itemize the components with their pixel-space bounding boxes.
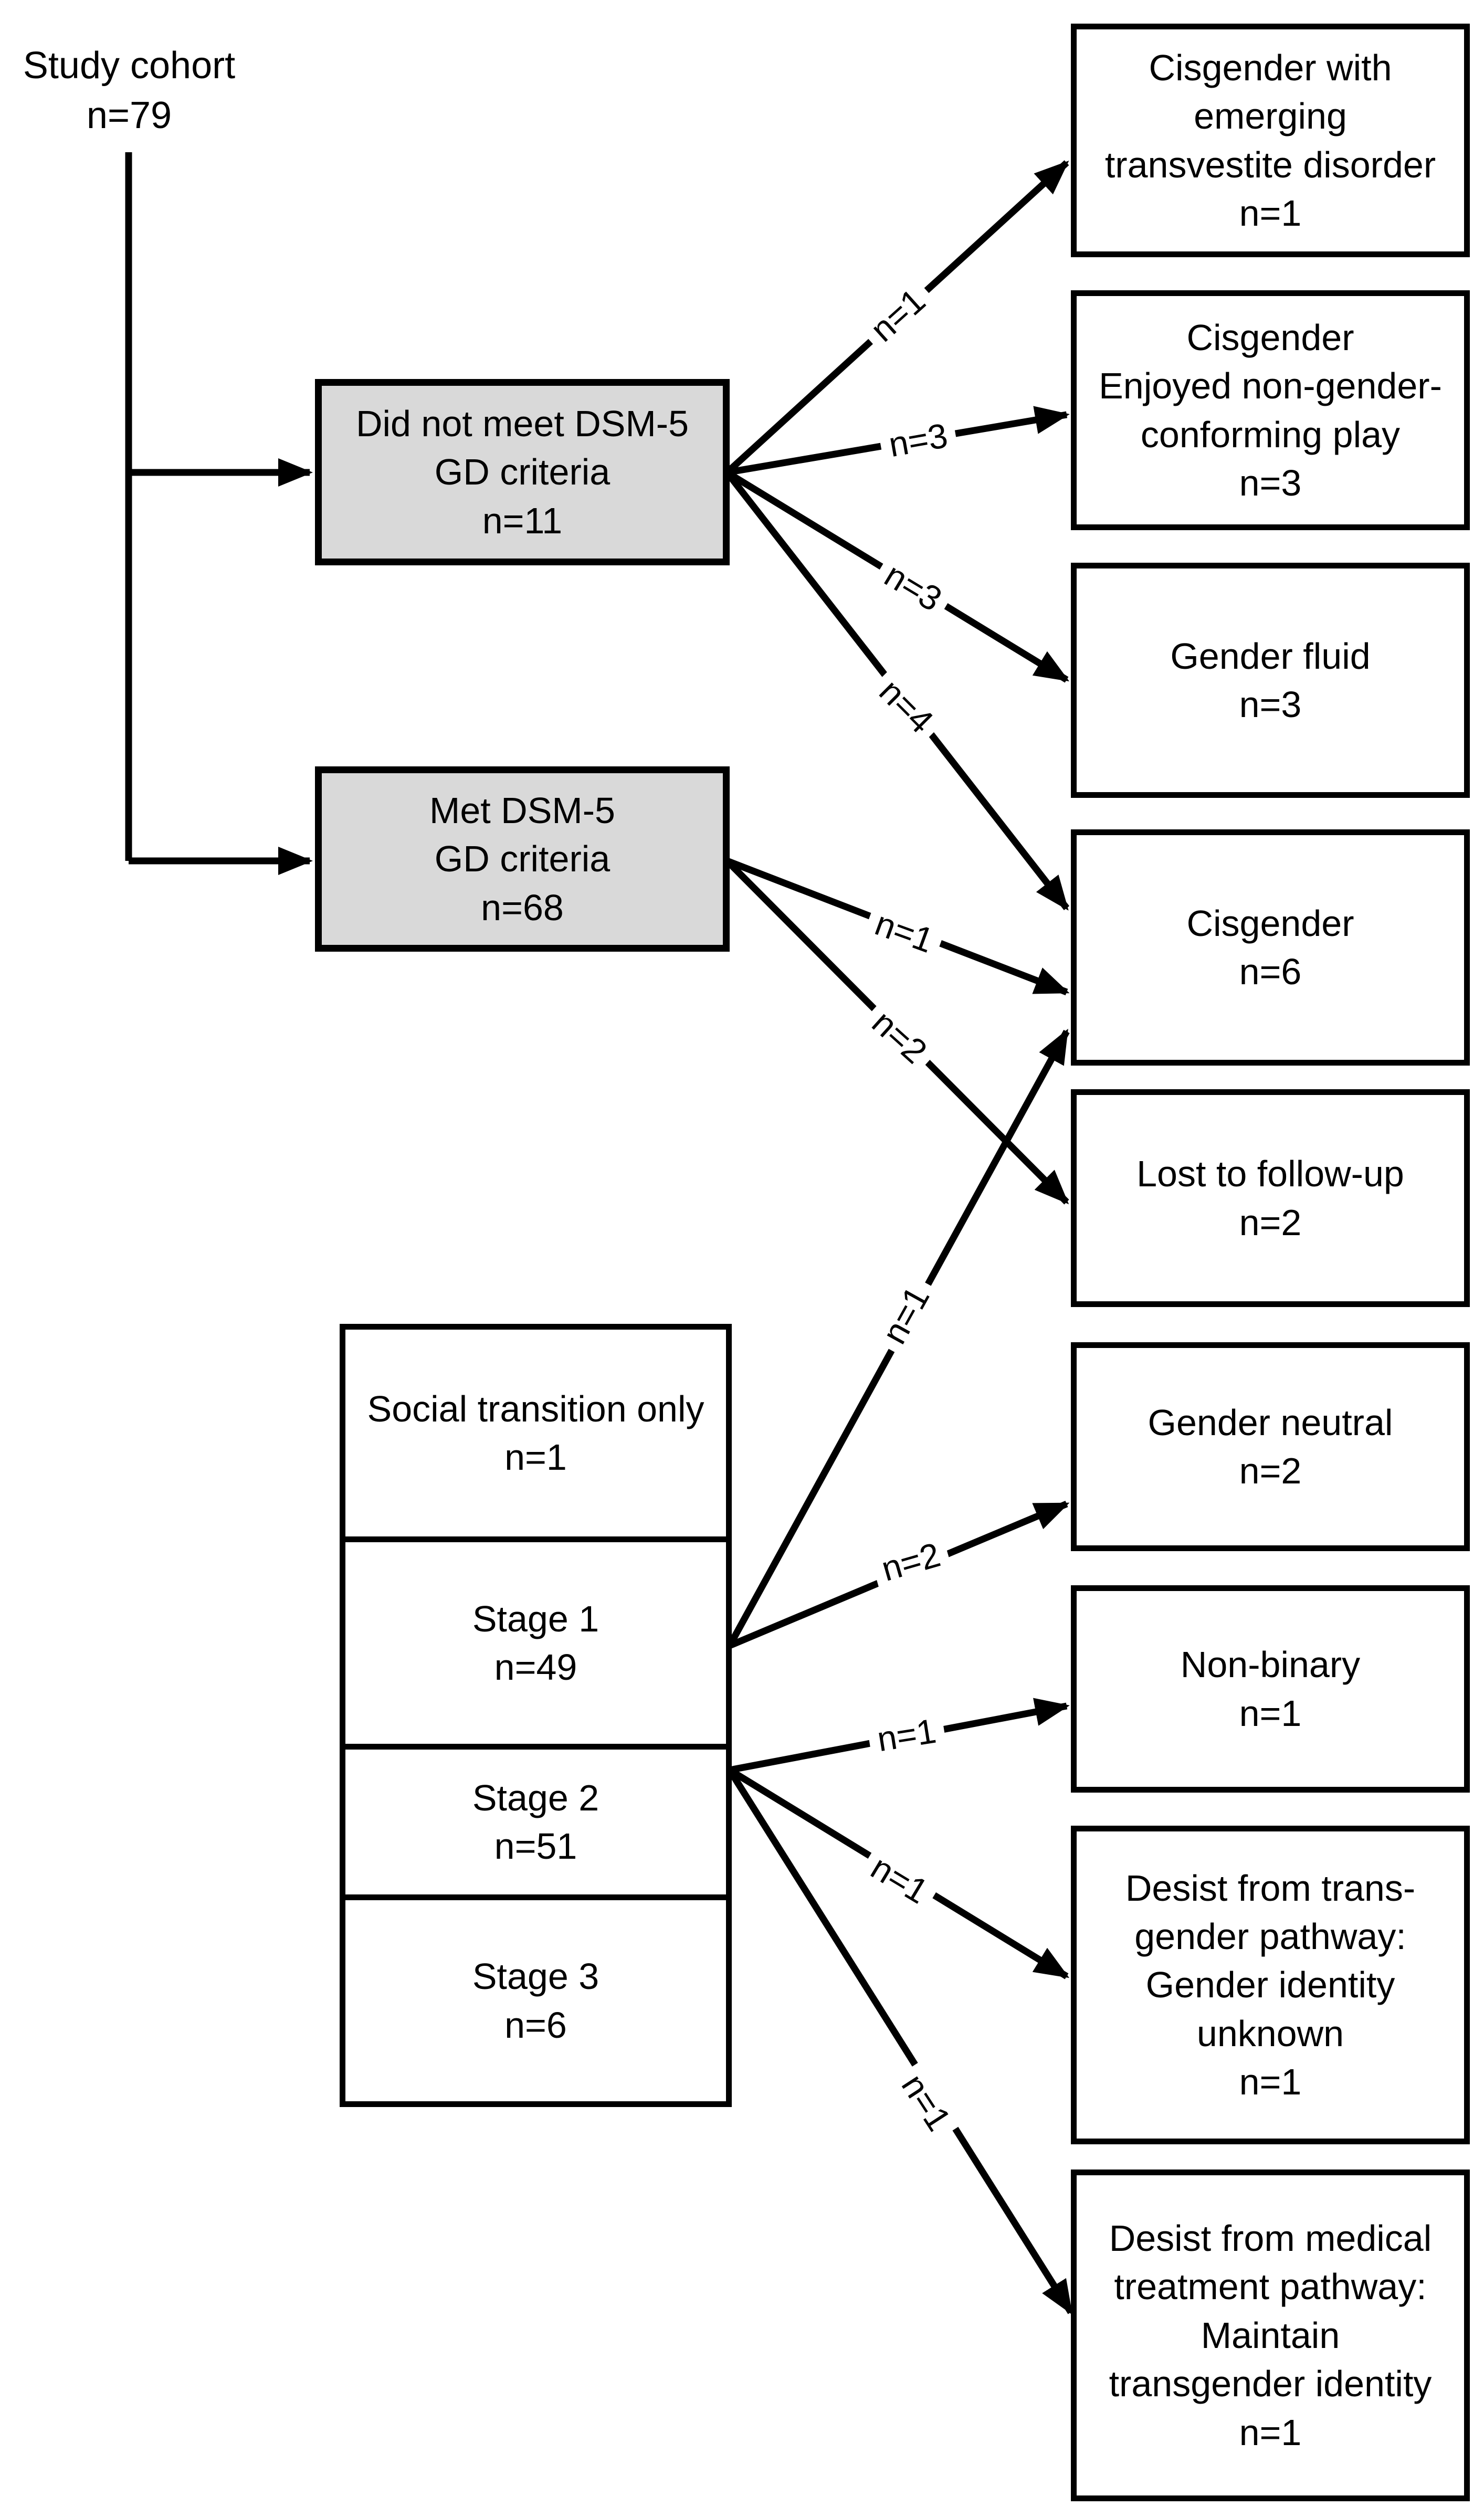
box-count: n=3 bbox=[1239, 684, 1302, 725]
box-outcome-non-binary: Non-binary n=1 bbox=[1071, 1585, 1470, 1793]
box-line: Cisgender bbox=[1186, 317, 1354, 358]
box-count: n=1 bbox=[1239, 2411, 1302, 2453]
box-outcome-cisgender: Cisgender n=6 bbox=[1071, 829, 1470, 1066]
box-count: n=49 bbox=[494, 1647, 577, 1688]
box-line: Stage 2 bbox=[472, 1777, 599, 1818]
box-line: Maintain bbox=[1201, 2314, 1340, 2356]
stage-row-social-transition: Social transition only n=1 bbox=[345, 1330, 726, 1542]
box-line: Desist from trans- bbox=[1125, 1867, 1416, 1909]
box-line: Met DSM-5 bbox=[429, 789, 615, 831]
box-line: Lost to follow-up bbox=[1136, 1153, 1404, 1195]
box-line: emerging bbox=[1194, 96, 1347, 137]
study-cohort-line: Study cohort bbox=[23, 45, 236, 87]
box-outcome-lost-to-follow-up: Lost to follow-up n=2 bbox=[1071, 1089, 1470, 1307]
box-outcome-gender-fluid: Gender fluid n=3 bbox=[1071, 563, 1470, 798]
box-outcome-desist-transgender-pathway: Desist from trans- gender pathway: Gende… bbox=[1071, 1826, 1470, 2144]
box-count: n=3 bbox=[1239, 462, 1302, 503]
box-count: n=1 bbox=[1239, 1692, 1302, 1734]
box-met-criteria: Met DSM-5 GD criteria n=68 bbox=[315, 766, 730, 952]
box-line: Gender identity bbox=[1145, 1964, 1395, 2006]
box-line: transvestite disorder bbox=[1104, 144, 1436, 185]
box-line: Gender fluid bbox=[1170, 635, 1371, 677]
box-outcome-cisgender-play: Cisgender Enjoyed non-gender- conforming… bbox=[1071, 290, 1470, 530]
box-line: treatment pathway: bbox=[1114, 2266, 1427, 2308]
box-line: Social transition only bbox=[367, 1388, 704, 1429]
box-line: unknown bbox=[1196, 2013, 1344, 2054]
box-count: n=6 bbox=[1239, 951, 1302, 992]
box-line: Cisgender bbox=[1186, 902, 1354, 944]
box-line: conforming play bbox=[1140, 414, 1401, 455]
box-line: transgender identity bbox=[1109, 2363, 1432, 2405]
study-cohort-label: Study cohort n=79 bbox=[3, 41, 255, 141]
box-outcome-gender-neutral: Gender neutral n=2 bbox=[1071, 1342, 1470, 1551]
box-line: Non-binary bbox=[1180, 1644, 1361, 1686]
box-count: n=6 bbox=[504, 2004, 567, 2046]
box-line: Enjoyed non-gender- bbox=[1099, 365, 1442, 407]
box-outcome-cisgender-transvestite: Cisgender with emerging transvestite dis… bbox=[1071, 24, 1470, 257]
box-count: n=1 bbox=[504, 1437, 567, 1478]
box-count: n=1 bbox=[1239, 192, 1302, 234]
stage-row-stage-1: Stage 1 n=49 bbox=[345, 1542, 726, 1750]
box-line: Cisgender with bbox=[1149, 47, 1392, 88]
study-cohort-count: n=79 bbox=[86, 94, 172, 137]
box-did-not-meet-criteria: Did not meet DSM-5 GD criteria n=11 bbox=[315, 379, 730, 565]
box-count: n=51 bbox=[494, 1826, 577, 1867]
box-line: Did not meet DSM-5 bbox=[355, 403, 689, 444]
box-count: n=11 bbox=[482, 500, 563, 541]
box-line: Stage 3 bbox=[472, 1956, 599, 1997]
box-outcome-desist-medical-pathway: Desist from medical treatment pathway: M… bbox=[1071, 2170, 1470, 2501]
box-line: Stage 1 bbox=[472, 1598, 599, 1639]
box-count: n=2 bbox=[1239, 1202, 1302, 1243]
box-count: n=2 bbox=[1239, 1450, 1302, 1491]
box-line: GD criteria bbox=[434, 838, 611, 880]
box-line: gender pathway: bbox=[1134, 1915, 1406, 1957]
box-count: n=1 bbox=[1239, 2061, 1302, 2103]
box-treatment-stages: Social transition only n=1 Stage 1 n=49 … bbox=[340, 1324, 732, 2107]
arrow-stage2-to-desist-medical bbox=[727, 1768, 1074, 2315]
box-line: Desist from medical bbox=[1109, 2218, 1432, 2259]
box-line: Gender neutral bbox=[1148, 1402, 1393, 1443]
stage-row-stage-2: Stage 2 n=51 bbox=[345, 1750, 726, 1900]
stage-row-stage-3: Stage 3 n=6 bbox=[345, 1900, 726, 2101]
box-count: n=68 bbox=[481, 887, 564, 928]
box-line: GD criteria bbox=[434, 451, 611, 493]
